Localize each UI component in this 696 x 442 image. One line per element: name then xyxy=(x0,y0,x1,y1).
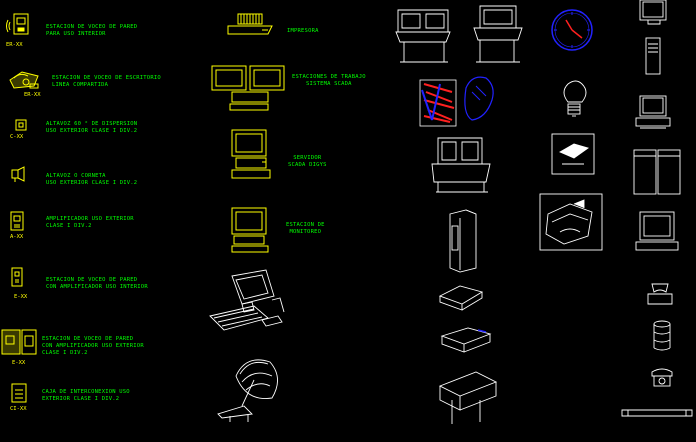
telephone-icon xyxy=(651,368,673,387)
legend-label-line: LINEA COMPARTIDA xyxy=(52,82,109,88)
legend-label-line: CLASE I DIV.2 xyxy=(42,350,88,356)
symbol-code: ER-XX xyxy=(6,42,23,48)
legend-label-line: EXTERIOR CLASE I DIV.2 xyxy=(42,396,120,402)
legend-label-line: ESTACION DE VOCEO DE PARED xyxy=(46,277,138,283)
symbol-code: E-XX xyxy=(14,294,28,300)
hand-graphic xyxy=(419,76,494,127)
printer-symbol xyxy=(227,13,273,35)
horn-speaker-symbol xyxy=(11,166,25,182)
legend-label-line: CON AMPLIFICADOR USO INTERIOR xyxy=(46,284,148,290)
equipment-label-line: MONITOREO xyxy=(289,229,322,235)
legend-label: ALTAVOZ O CORNETA USO EXTERIOR CLASE I D… xyxy=(46,173,137,187)
control-console-drawing-1 xyxy=(395,9,451,63)
wall-station-amp-symbol xyxy=(11,267,23,287)
legend-label-line: USO EXTERIOR CLASE I DIV.2 xyxy=(46,128,138,134)
crt-monitor-icon xyxy=(635,211,679,251)
speaker-60-symbol xyxy=(15,119,27,131)
server-cabinet-drawing xyxy=(449,209,477,273)
symbol-code: A-XX xyxy=(10,234,24,240)
symbol-code: E-XX xyxy=(12,360,26,366)
legend-label-line: AMPLIFICADOR USO EXTERIOR xyxy=(46,216,134,222)
equipment-label-line: SCADA DIGYS xyxy=(288,162,327,168)
monitoring-station-symbol xyxy=(231,207,269,253)
large-console-drawing xyxy=(431,137,491,193)
legend-label-line: PARA USO INTERIOR xyxy=(46,31,106,37)
scada-server-symbol xyxy=(231,129,271,179)
desk-paging-station-symbol xyxy=(9,71,39,89)
desktop-pc-icon xyxy=(635,95,671,129)
equipment-label: ESTACION DE MONITOREO xyxy=(286,222,325,236)
legend-label-line: ESTACION DE VOCEO DE PARED xyxy=(46,24,138,30)
equipment-label-line: ESTACIONES DE TRABAJO xyxy=(292,74,366,80)
keyboard-device-drawing xyxy=(440,327,492,353)
legend-label: AMPLIFICADOR USO EXTERIOR CLASE I DIV.2 xyxy=(46,216,134,230)
wall-station-amp-exterior-symbol xyxy=(1,329,37,355)
legend-label-line: ESTACION DE VOCEO DE ESCRITORIO xyxy=(52,75,161,81)
equipment-label-line: ESTACION DE xyxy=(286,222,325,228)
clock-icon xyxy=(551,9,593,51)
legend-label-line: ESTACION DE VOCEO DE PARED xyxy=(42,336,134,342)
equipment-label: SERVIDOR SCADA DIGYS xyxy=(288,155,327,169)
tower-pc-icon xyxy=(645,37,661,75)
equipment-label: IMPRESORA xyxy=(287,28,319,34)
legend-label: ESTACION DE VOCEO DE ESCRITORIO LINEA CO… xyxy=(52,75,161,89)
equipment-label: ESTACIONES DE TRABAJO SISTEMA SCADA xyxy=(292,74,366,88)
symbol-code: CI-XX xyxy=(10,406,27,412)
control-console-drawing-2 xyxy=(473,5,523,63)
equipment-label-line: SISTEMA SCADA xyxy=(306,81,352,87)
symbol-code: C-XX xyxy=(10,134,24,140)
database-icon xyxy=(653,320,671,351)
legend-label: ALTAVOZ 60 ° DE DISPERSION USO EXTERIOR … xyxy=(46,121,137,135)
amplifier-symbol xyxy=(10,211,24,231)
legend-label-line: CON AMPLIFICADOR USO EXTERIOR xyxy=(42,343,144,349)
legend-label-line: ALTAVOZ 60 ° DE DISPERSION xyxy=(46,121,138,127)
legend-label-line: USO EXTERIOR CLASE I DIV.2 xyxy=(46,180,138,186)
copier-machine-icon xyxy=(539,193,603,251)
legend-label: ESTACION DE VOCEO DE PARED CON AMPLIFICA… xyxy=(42,336,144,357)
satellite-dish-drawing xyxy=(217,359,278,422)
wall-paging-station-symbol xyxy=(6,13,29,35)
legend-label: ESTACION DE VOCEO DE PARED CON AMPLIFICA… xyxy=(46,277,148,291)
legend-label: ESTACION DE VOCEO DE PARED PARA USO INTE… xyxy=(46,24,137,38)
legend-label-line: CAJA DE INTERCONEXION USO xyxy=(42,389,130,395)
legend-label-line: CLASE I DIV.2 xyxy=(46,223,92,229)
monitor-icon xyxy=(639,0,667,25)
computer-workstation-drawing xyxy=(209,269,285,331)
light-bulb-icon xyxy=(563,80,587,117)
scada-workstations-symbol xyxy=(211,65,285,111)
tape-drive-drawing xyxy=(438,285,484,311)
equipment-label-line: SERVIDOR xyxy=(293,155,322,161)
fax-machine-icon xyxy=(551,133,595,175)
junction-box-symbol xyxy=(11,383,27,403)
printer-paper-icon xyxy=(647,283,673,305)
linear-device-icon xyxy=(621,409,693,417)
legend-label: CAJA DE INTERCONEXION USO EXTERIOR CLASE… xyxy=(42,389,130,403)
legend-label-line: ALTAVOZ O CORNETA xyxy=(46,173,106,179)
cabinet-pair-icon xyxy=(633,149,681,195)
plotter-drawing xyxy=(438,371,498,424)
symbol-code: ER-XX xyxy=(24,92,41,98)
